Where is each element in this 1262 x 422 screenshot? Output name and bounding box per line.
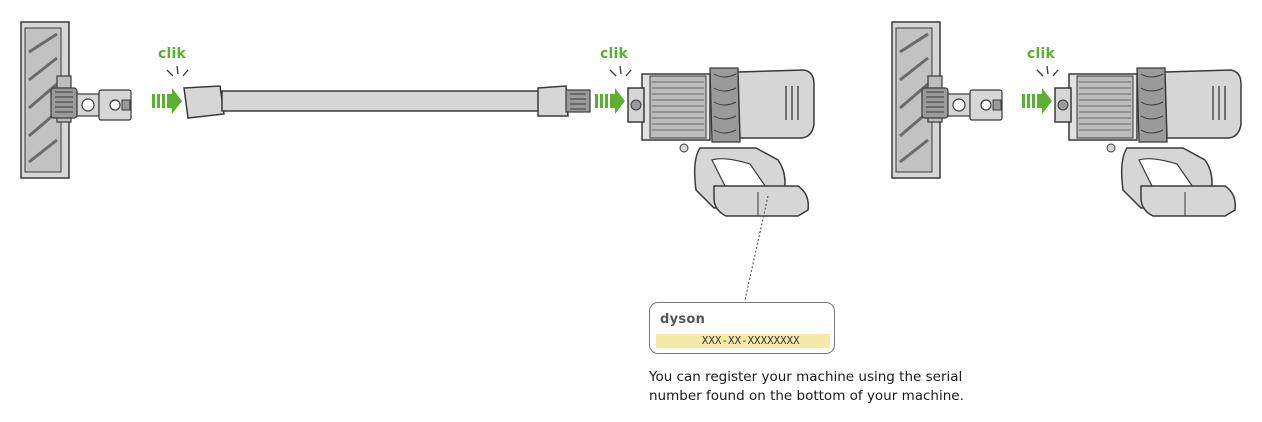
clik-mark-icon	[1036, 65, 1059, 77]
registration-caption: You can register your machine using the …	[649, 368, 989, 406]
floor-head-icon	[19, 20, 133, 180]
vacuum-body-icon	[1054, 67, 1242, 217]
caption-line-2: number found on the bottom of your machi…	[649, 388, 964, 404]
clik-label: clik	[158, 46, 187, 62]
wand-tube-icon	[183, 85, 591, 119]
serial-number-label: dyson XXX-XX-XXXXXXXX	[649, 302, 835, 354]
push-arrow-icon	[1022, 88, 1052, 114]
clik-label: clik	[1027, 46, 1056, 62]
clik-mark-icon	[609, 65, 632, 77]
serial-strip	[656, 334, 830, 348]
push-arrow-icon	[152, 88, 182, 114]
vacuum-body-icon	[627, 67, 815, 217]
floor-head-icon	[890, 20, 1004, 180]
leader-line	[744, 195, 769, 301]
clik-label: clik	[600, 46, 629, 62]
push-arrow-icon	[595, 88, 625, 114]
serial-number: XXX-XX-XXXXXXXX	[702, 335, 800, 347]
brand-logo: dyson	[660, 312, 706, 327]
caption-line-1: You can register your machine using the …	[649, 369, 963, 385]
clik-mark-icon	[166, 65, 189, 77]
